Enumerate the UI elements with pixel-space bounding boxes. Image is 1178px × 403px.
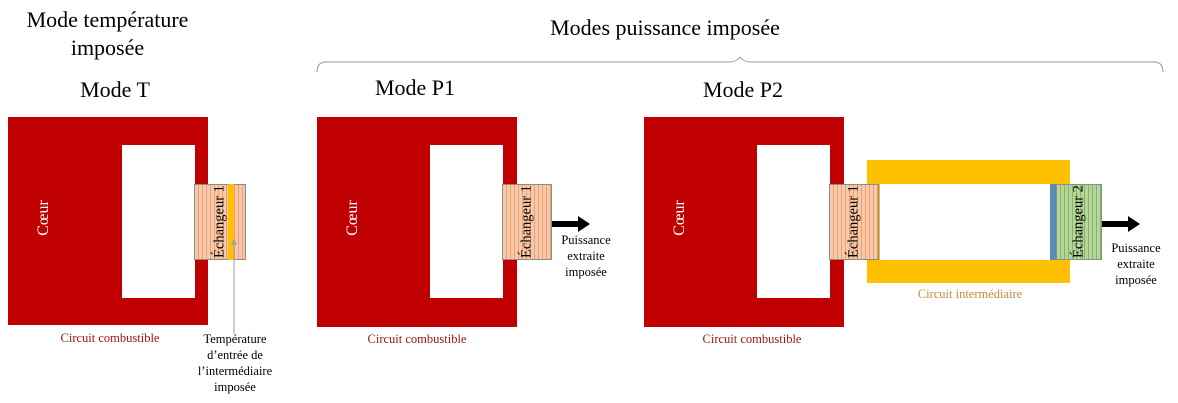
core-label-p2: Cœur [671, 200, 688, 236]
fuel-circuit-p2-inner [757, 145, 830, 298]
exchanger-2: Échangeur 2 [1056, 184, 1102, 260]
temperature-imposed-label: Température d’entrée de l’intermédiaire … [197, 332, 273, 394]
grouping-brace [316, 56, 1164, 73]
temp-imposed-band [228, 184, 234, 260]
exchanger-2-left-edge [1050, 184, 1056, 260]
title-mode-p2: Mode P2 [702, 77, 784, 102]
title-mode-t: Mode T [80, 77, 150, 102]
power-extracted-p1: Puissance extraite imposée [561, 233, 611, 279]
fuel-circuit-p1-inner [430, 145, 503, 298]
power-extracted-p2: Puissance extraite imposée [1111, 241, 1161, 287]
arrow-right-icon [1102, 216, 1140, 232]
title-mode-temperature: Mode température imposée [26, 7, 189, 60]
exchanger-1-p2: Échangeur 1 [829, 184, 879, 260]
intermediate-circuit-inner [880, 184, 1050, 260]
core-label-p1: Cœur [344, 200, 361, 236]
circuit-combustible-p2: Circuit combustible [702, 332, 802, 346]
temp-pointer-line [231, 238, 237, 334]
circuit-combustible-t: Circuit combustible [60, 331, 160, 345]
core-label-t: Cœur [35, 200, 52, 236]
arrow-right-icon [552, 216, 590, 232]
title-modes-puissance: Modes puissance imposée [550, 15, 780, 40]
title-mode-p1: Mode P1 [374, 75, 456, 100]
fuel-circuit-t-inner [122, 145, 195, 298]
exchanger-1-p1: Échangeur 1 [502, 184, 552, 260]
circuit-combustible-p1: Circuit combustible [367, 332, 467, 346]
exchanger-1-t: Échangeur 1 [194, 184, 246, 260]
circuit-intermediaire-label: Circuit intermédiaire [917, 287, 1023, 301]
